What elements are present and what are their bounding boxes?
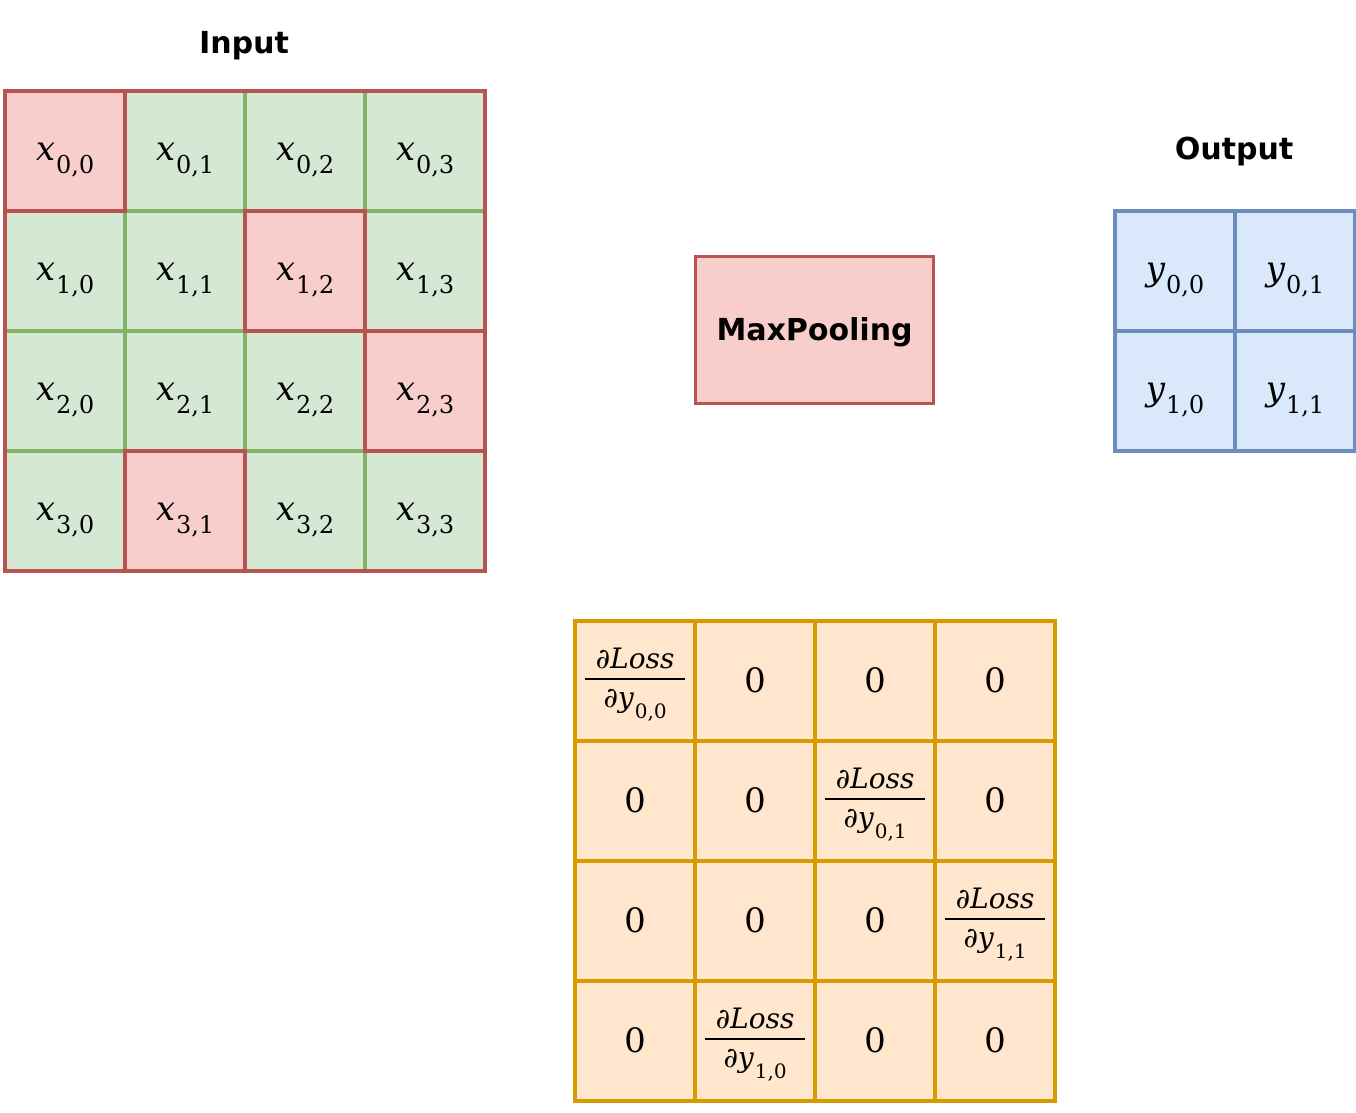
output-var-label: y1,1 <box>1265 368 1325 420</box>
input-var-label: x3,0 <box>35 488 95 540</box>
input-cell-2-1: x2,1 <box>123 329 247 453</box>
gradient-zero-value: 0 <box>744 661 766 701</box>
gradient-cell-3-0: 0 <box>573 979 697 1103</box>
gradient-zero-value: 0 <box>624 901 646 941</box>
gradient-zero-value: 0 <box>984 781 1006 821</box>
input-cell-1-1: x1,1 <box>123 209 247 333</box>
gradient-cell-1-0: 0 <box>573 739 697 863</box>
output-var-label: y0,0 <box>1145 248 1205 300</box>
gradient-zero-value: 0 <box>864 1021 886 1061</box>
gradient-zero-value: 0 <box>864 661 886 701</box>
output-cell-1-0: y1,0 <box>1113 329 1237 453</box>
output-var-label: y0,1 <box>1265 248 1325 300</box>
gradient-cell-2-3: ∂Loss ∂y1,1 <box>933 859 1057 983</box>
input-grid-border <box>3 89 487 573</box>
input-cell-1-0: x1,0 <box>3 209 127 333</box>
input-title: Input <box>199 26 289 61</box>
gradient-cell-1-2: ∂Loss ∂y0,1 <box>813 739 937 863</box>
input-var-label: x2,2 <box>275 368 335 420</box>
input-var-label: x0,1 <box>155 128 215 180</box>
output-var-label: y1,0 <box>1145 368 1205 420</box>
output-cell-0-0: y0,0 <box>1113 209 1237 333</box>
input-var-label: x1,3 <box>395 248 455 300</box>
input-var-label: x2,3 <box>395 368 455 420</box>
fraction-bar <box>825 798 925 801</box>
input-var-label: x1,0 <box>35 248 95 300</box>
gradient-zero-value: 0 <box>744 781 766 821</box>
gradient-fraction: ∂Loss ∂y0,1 <box>825 762 925 843</box>
gradient-zero-value: 0 <box>624 781 646 821</box>
maxpooling-box: MaxPooling <box>694 255 935 405</box>
fraction-denominator: ∂y1,1 <box>963 921 1027 963</box>
fraction-denominator: ∂y0,0 <box>603 681 667 723</box>
input-cell-1-3: x1,3 <box>363 209 487 333</box>
output-title: Output <box>1174 132 1294 167</box>
fraction-denominator: ∂y0,1 <box>843 801 907 843</box>
gradient-zero-value: 0 <box>744 901 766 941</box>
maxpooling-label: MaxPooling <box>716 312 913 348</box>
input-cell-2-0: x2,0 <box>3 329 127 453</box>
fraction-numerator: ∂Loss <box>835 762 915 796</box>
gradient-zero-value: 0 <box>624 1021 646 1061</box>
gradient-cell-1-3: 0 <box>933 739 1057 863</box>
gradient-fraction: ∂Loss ∂y1,1 <box>945 882 1045 963</box>
gradient-cell-3-3: 0 <box>933 979 1057 1103</box>
gradient-cell-0-1: 0 <box>693 619 817 743</box>
input-cell-3-2: x3,2 <box>243 449 367 573</box>
fraction-numerator: ∂Loss <box>715 1002 795 1036</box>
gradient-cell-2-2: 0 <box>813 859 937 983</box>
input-var-label: x2,1 <box>155 368 215 420</box>
gradient-cell-2-1: 0 <box>693 859 817 983</box>
output-cell-1-1: y1,1 <box>1233 329 1356 453</box>
gradient-cell-0-2: 0 <box>813 619 937 743</box>
gradient-fraction: ∂Loss ∂y0,0 <box>585 642 685 723</box>
input-var-label: x3,2 <box>275 488 335 540</box>
input-cell-3-1: x3,1 <box>123 449 247 573</box>
fraction-denominator: ∂y1,0 <box>723 1041 787 1083</box>
gradient-zero-value: 0 <box>984 661 1006 701</box>
input-var-label: x0,2 <box>275 128 335 180</box>
input-var-label: x1,1 <box>155 248 215 300</box>
input-var-label: x0,0 <box>35 128 95 180</box>
input-var-label: x0,3 <box>395 128 455 180</box>
input-var-label: x2,0 <box>35 368 95 420</box>
gradient-cell-0-0: ∂Loss ∂y0,0 <box>573 619 697 743</box>
input-cell-1-2: x1,2 <box>243 209 367 333</box>
gradient-cell-3-2: 0 <box>813 979 937 1103</box>
fraction-numerator: ∂Loss <box>955 882 1035 916</box>
input-var-label: x3,3 <box>395 488 455 540</box>
fraction-bar <box>705 1038 805 1041</box>
gradient-cell-0-3: 0 <box>933 619 1057 743</box>
fraction-numerator: ∂Loss <box>595 642 675 676</box>
gradient-zero-value: 0 <box>864 901 886 941</box>
input-cell-2-3: x2,3 <box>363 329 487 453</box>
fraction-bar <box>945 918 1045 921</box>
input-var-label: x3,1 <box>155 488 215 540</box>
gradient-cell-1-1: 0 <box>693 739 817 863</box>
gradient-cell-2-0: 0 <box>573 859 697 983</box>
input-var-label: x1,2 <box>275 248 335 300</box>
output-cell-0-1: y0,1 <box>1233 209 1356 333</box>
gradient-zero-value: 0 <box>984 1021 1006 1061</box>
fraction-bar <box>585 678 685 681</box>
gradient-cell-3-1: ∂Loss ∂y1,0 <box>693 979 817 1103</box>
gradient-fraction: ∂Loss ∂y1,0 <box>705 1002 805 1083</box>
